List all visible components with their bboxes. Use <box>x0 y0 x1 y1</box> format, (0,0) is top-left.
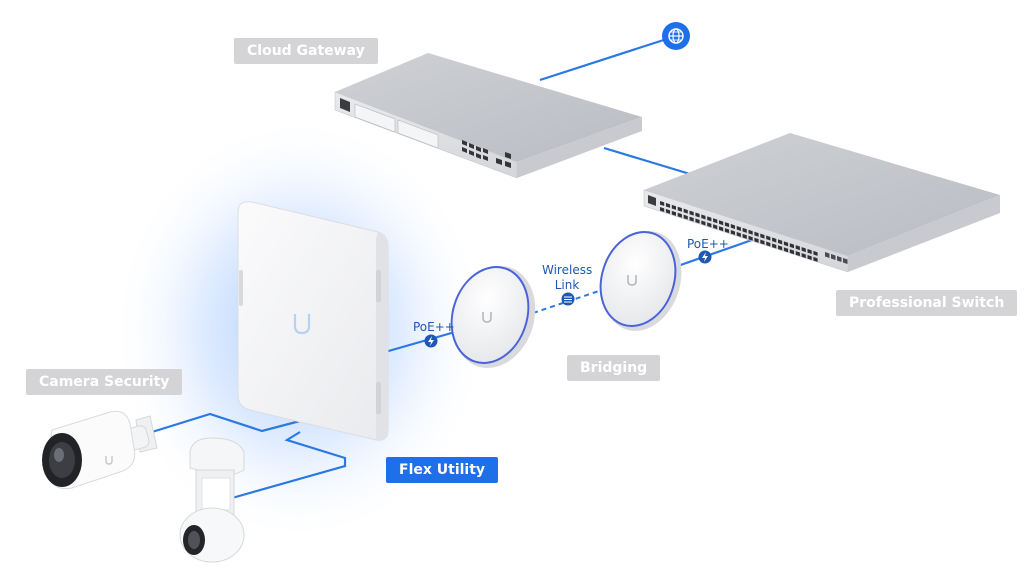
switch-port <box>730 224 735 230</box>
switch-port <box>754 231 759 237</box>
cloud-gateway-label: Cloud Gateway <box>234 38 378 64</box>
switch-port <box>742 233 747 239</box>
switch-port <box>813 256 818 262</box>
switch-port <box>772 243 777 249</box>
switch-port <box>671 210 676 216</box>
switch-port <box>677 206 682 212</box>
flex-utility-device <box>237 201 389 441</box>
switch-port <box>760 239 765 245</box>
poe-label-left: PoE++ <box>413 320 455 334</box>
switch-port <box>736 225 741 231</box>
switch-port <box>766 235 771 241</box>
switch-port <box>724 222 730 228</box>
switch-port <box>807 249 812 254</box>
switch-port <box>807 255 812 260</box>
professional-switch-label: Professional Switch <box>836 290 1018 316</box>
wireless-icon <box>561 292 575 306</box>
switch-port <box>701 220 706 226</box>
switch-port <box>801 253 806 259</box>
switch-port <box>683 208 688 214</box>
gateway-ports <box>462 140 511 168</box>
switch-port <box>665 208 671 214</box>
switch-port <box>795 251 800 257</box>
switch-port <box>772 237 777 243</box>
cable-internet-gateway <box>539 34 677 82</box>
wireless-link-label: Wireless Link <box>542 263 592 293</box>
switch-port <box>813 250 818 256</box>
switch-sfp-port <box>837 256 842 262</box>
bolt-icon <box>698 250 712 264</box>
ptz-camera-device <box>179 437 245 563</box>
switch-port <box>783 247 789 253</box>
switch-port <box>719 226 724 232</box>
switch-sfp-port <box>831 254 836 260</box>
switch-port <box>719 220 724 226</box>
bullet-camera-device <box>42 410 158 490</box>
switch-port <box>689 216 694 222</box>
switch-port <box>766 241 771 247</box>
switch-port <box>748 229 753 235</box>
switch-port <box>730 230 735 236</box>
wireless-label-line2: Link <box>554 278 580 292</box>
switch-port <box>713 218 718 224</box>
switch-port <box>778 245 783 251</box>
ubiquiti-logo-icon <box>627 275 637 286</box>
flex-utility-label: Flex Utility <box>386 457 499 483</box>
switch-port <box>795 245 800 251</box>
switch-port <box>778 239 783 245</box>
bridge-antenna-right <box>599 231 682 331</box>
switch-port <box>754 237 759 243</box>
switch-port <box>707 222 712 228</box>
switch-port <box>801 247 806 253</box>
switch-port <box>789 243 794 249</box>
poe-label-right: PoE++ <box>687 237 729 251</box>
switch-port <box>742 227 747 233</box>
switch-sfp-port <box>825 252 830 258</box>
switch-port <box>736 231 741 237</box>
switch-port <box>789 249 794 255</box>
professional-switch-device <box>643 133 1000 273</box>
ubiquiti-logo-icon <box>293 314 311 335</box>
switch-port <box>724 228 730 234</box>
switch-port <box>660 207 665 212</box>
cable-camera-bullet <box>151 412 301 434</box>
cloud-gateway-device <box>334 53 642 324</box>
switch-port <box>713 224 718 230</box>
switch-port <box>660 201 665 206</box>
network-cables <box>151 34 753 500</box>
switch-port <box>783 241 789 247</box>
switch-port <box>689 210 694 216</box>
cable-flex-bridge <box>384 328 463 354</box>
globe-icon <box>662 22 690 50</box>
ubiquiti-logo-icon <box>105 456 113 465</box>
camera-security-label: Camera Security <box>26 369 183 395</box>
cable-gateway-switch <box>603 146 701 179</box>
switch-port <box>748 235 753 241</box>
switch-port <box>695 218 700 224</box>
switch-port <box>695 212 700 218</box>
bridge-antenna-left <box>450 266 536 368</box>
switch-ports <box>660 201 848 264</box>
switch-port <box>760 233 765 239</box>
bridging-label: Bridging <box>567 355 661 381</box>
switch-sfp-port <box>843 258 848 264</box>
cable-camera-ptz <box>231 431 347 500</box>
ubiquiti-logo-icon <box>482 312 492 323</box>
switch-port <box>677 212 682 218</box>
bolt-icon <box>424 334 438 348</box>
wireless-label-line1: Wireless <box>542 263 593 277</box>
cable-switch-bridge <box>671 238 753 270</box>
switch-port <box>665 202 671 208</box>
switch-port <box>671 204 676 210</box>
switch-port <box>701 214 706 220</box>
switch-port <box>683 214 688 220</box>
switch-port <box>707 216 712 222</box>
